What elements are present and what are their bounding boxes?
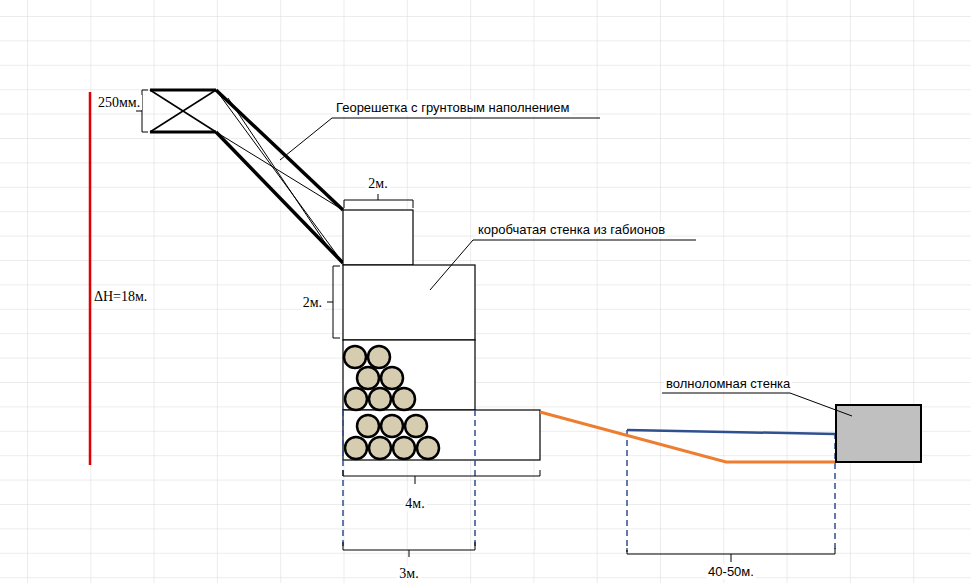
dimension-bracket [343, 470, 540, 484]
water-level [627, 430, 835, 434]
dimension-label: 4м. [403, 496, 426, 511]
dimension-label: волноломная стенка [664, 376, 792, 391]
ground-profile [540, 412, 835, 462]
dimension-bracket [343, 542, 475, 557]
dimension-label: 250мм. [96, 95, 142, 110]
leader-line [662, 393, 852, 416]
height-line [89, 92, 92, 465]
dimension-label: коробчатая стенка из габионов [476, 222, 667, 237]
leader-line [280, 118, 600, 160]
breakwater-wall [836, 405, 921, 462]
geogrid [150, 90, 343, 263]
stone-fill [344, 346, 439, 459]
dimension-label: Георешетка с грунтовым наполнением [334, 100, 572, 115]
dashed-line [343, 410, 835, 552]
leader-line [430, 240, 696, 290]
dimension-bracket [327, 266, 340, 338]
dimension-label: 40-50м. [706, 564, 756, 579]
dimension-bracket [344, 194, 413, 208]
dimension-label: 3м. [397, 566, 420, 581]
gabion-wall [343, 210, 540, 460]
dimension-label: 2м. [301, 295, 324, 310]
dimension-label: ΔH=18м. [92, 289, 149, 304]
dimension-bracket [627, 548, 835, 562]
dimension-label: 2м. [366, 176, 389, 191]
